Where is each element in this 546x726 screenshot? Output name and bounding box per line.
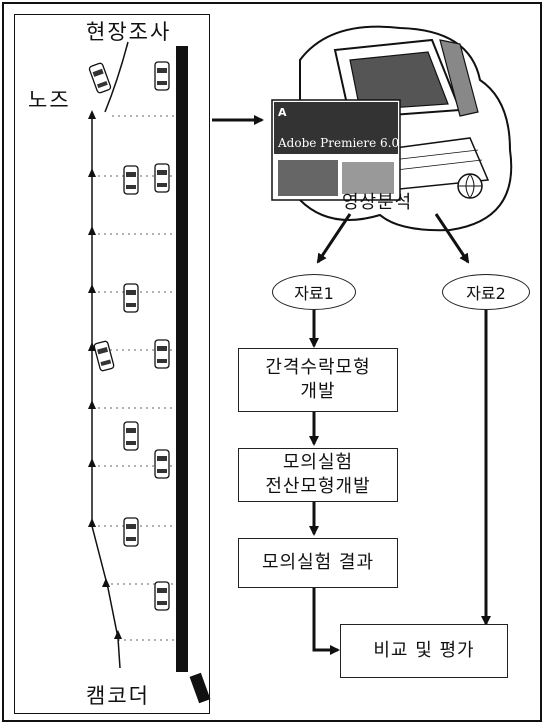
camcorder-label: 캠코더 bbox=[86, 680, 150, 710]
nose-label: 노즈 bbox=[28, 84, 71, 114]
simulation-result-box: 모의실험 결과 bbox=[238, 538, 398, 588]
trajectory-arrowheads bbox=[88, 110, 122, 639]
site-survey-label: 현장조사 bbox=[86, 16, 171, 46]
nose-curve-line bbox=[105, 42, 128, 112]
data1-node: 자료1 bbox=[272, 274, 356, 310]
compare-evaluate-box: 비교 및 평가 bbox=[340, 624, 508, 678]
cars bbox=[89, 62, 169, 610]
arrow-to-data1 bbox=[318, 214, 350, 262]
camcorder-icon bbox=[190, 673, 211, 703]
arrow-result-to-compare bbox=[314, 588, 338, 650]
data2-node: 자료2 bbox=[442, 274, 530, 310]
video-analysis-label: 영상분석 bbox=[342, 188, 412, 214]
software-box-title: Adobe Premiere 6.0 bbox=[278, 136, 399, 150]
adobe-logo: A bbox=[278, 106, 287, 119]
gap-acceptance-model-box: 간격수락모형 개발 bbox=[238, 348, 398, 412]
simulation-model-box: 모의실험 전산모형개발 bbox=[238, 448, 398, 502]
globe-icon bbox=[458, 174, 482, 198]
